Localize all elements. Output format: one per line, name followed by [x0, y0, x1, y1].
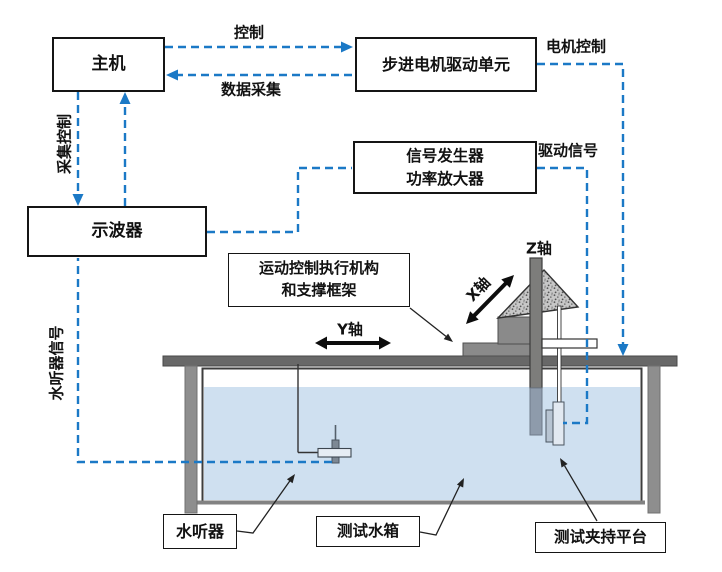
z-axis-column: [529, 257, 543, 389]
x-axis-arrow: [472, 281, 508, 318]
signal-generator-label: 信号发生器 功率放大器: [406, 145, 484, 190]
clamp-rod: [557, 305, 562, 404]
z-axis-label: Z轴: [526, 239, 552, 258]
pointer-tank: [419, 484, 461, 536]
pointer-motion-box-head: [443, 333, 453, 342]
gantry-pedestal: [497, 316, 531, 345]
pointer-motion-box: [409, 307, 447, 337]
motor-control-link-label: 电机控制: [545, 37, 607, 56]
link-scope-to-host-arrowhead: [119, 92, 131, 104]
water-tank-label-box: 测试水箱: [316, 516, 420, 547]
pointer-platform: [564, 465, 598, 522]
link-scope-siggen-line: [207, 166, 352, 234]
link-hydrophone-signal-line: [76, 258, 332, 464]
link-drive-signal-line: [537, 166, 589, 425]
y-axis-arrowhead-right: [379, 336, 391, 350]
motion-control-frame-label: 运动控制执行机构 和支撑框架: [259, 258, 379, 302]
pointer-platform-head: [560, 458, 568, 468]
x-axis-arrowhead-lower: [466, 311, 479, 324]
tank-water: [204, 387, 640, 500]
table-leg-right: [647, 365, 661, 514]
signal-generator-amplifier-box: 信号发生器 功率放大器: [353, 141, 537, 194]
stepper-motor-driver-box: 步进电机驱动单元: [355, 37, 537, 92]
motion-control-line1: 运动控制执行机构: [258, 259, 379, 278]
link-motor-control-arrowhead: [617, 344, 629, 356]
acquisition-control-link-label: 采集控制: [55, 113, 74, 175]
transducer-front: [552, 401, 565, 446]
host-computer-box: 主机: [52, 37, 165, 92]
z-axis-column-underwater: [529, 387, 543, 436]
gantry-cross-bar: [541, 338, 598, 349]
clamp-platform-label-box: 测试夹持平台: [535, 522, 666, 553]
pointer-tank-head: [456, 478, 464, 488]
link-acq-control-arrowhead: [72, 194, 84, 206]
link-motor-control-line: [537, 62, 625, 344]
power-amplifier-line2: 功率放大器: [406, 169, 484, 188]
oscilloscope-box: 示波器: [27, 206, 207, 257]
data-acquisition-link-label: 数据采集: [220, 80, 282, 99]
signal-generator-line1: 信号发生器: [406, 147, 484, 166]
hydrophone-signal-link-label: 水听器信号: [47, 325, 66, 401]
support-frame-line2: 和支撑框架: [281, 281, 357, 299]
control-link-label: 控制: [233, 23, 265, 42]
drive-signal-link-label: 驱动信号: [537, 141, 599, 160]
motion-control-frame-box: 运动控制执行机构 和支撑框架: [228, 253, 410, 307]
pointer-hydrophone: [236, 479, 292, 534]
link-data-acq-arrowhead: [166, 69, 178, 81]
hydrophone-label-box: 水听器: [163, 514, 237, 549]
y-axis-label: Y轴: [337, 320, 363, 339]
y-axis-arrowhead-left: [315, 336, 327, 350]
x-axis-arrowhead-upper: [501, 275, 514, 288]
hydrophone-body: [317, 447, 352, 458]
table-top: [162, 355, 678, 367]
table-leg-left: [184, 365, 198, 514]
pointer-hydrophone-head: [286, 474, 295, 484]
link-control-arrowhead: [341, 41, 353, 53]
